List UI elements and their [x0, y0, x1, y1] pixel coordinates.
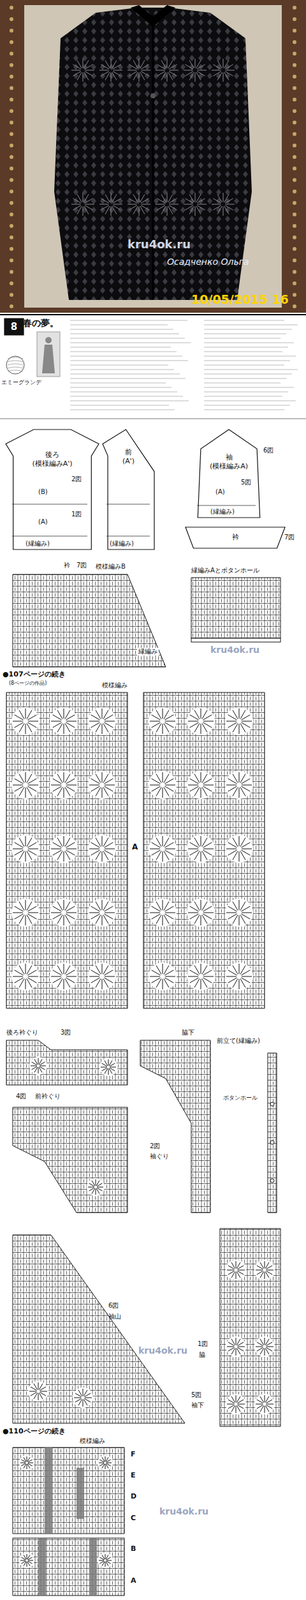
- chart-label: 2図: [149, 1141, 161, 1149]
- row-letter: B: [130, 1542, 136, 1552]
- chart-label: ボタンホール: [223, 1093, 258, 1101]
- stitch-chart: [6, 691, 265, 1008]
- chart-label: 後ろ衿ぐり: [6, 1027, 39, 1036]
- piece-name: 衿: [184, 532, 286, 542]
- motif-chart: [12, 1445, 125, 1594]
- neckline-chart: [6, 1039, 277, 1212]
- piece-outline: [191, 428, 267, 518]
- front-piece: 前(A'): [102, 428, 155, 550]
- chart-label: 3図: [60, 1027, 71, 1036]
- piece-label: (B): [38, 487, 48, 496]
- chart-label: 袖山: [108, 1311, 122, 1319]
- chart-label: (8ページの作品): [8, 679, 47, 686]
- pattern-header: [0, 314, 306, 419]
- watermark: kru4ok.ru: [159, 1504, 209, 1516]
- row-letter: F: [130, 1448, 136, 1457]
- watermark: kru4ok.ru: [137, 1343, 189, 1355]
- collar-chart: [12, 573, 281, 667]
- piece-label: 6図: [263, 446, 274, 454]
- piece-name: 前: [102, 447, 155, 457]
- piece-label: (縁編み): [109, 539, 134, 547]
- row-letter: A: [130, 841, 139, 851]
- piece-label: 7図: [284, 532, 295, 541]
- pattern-title: 春の夢。: [22, 317, 59, 329]
- chart-label: 袖下: [191, 1399, 204, 1408]
- piece-label: 1図: [71, 510, 82, 518]
- date-stamp: 10/05/2015 16: [191, 291, 289, 307]
- chart-label: 7図: [76, 561, 87, 569]
- badge-number: 8: [3, 320, 25, 333]
- chart-label: 1図: [197, 1338, 208, 1347]
- piece-label: 2図: [71, 474, 82, 483]
- piece-name: (模様編みA'): [5, 459, 100, 468]
- issue-badge: 8: [3, 317, 25, 336]
- chart-label: 4図: [15, 1091, 27, 1100]
- chart-label: 模様編みB: [95, 562, 126, 570]
- cardigan-photo: [0, 0, 306, 313]
- piece-name: (A'): [102, 456, 155, 466]
- chart-label: 脇: [198, 1349, 206, 1358]
- watermark: kru4ok.ru: [210, 643, 260, 655]
- section-heading: ●110ページの続き: [2, 1425, 66, 1434]
- piece-label: (縁編み): [210, 507, 235, 516]
- piece-name: (模様編みA): [191, 461, 267, 471]
- yarn-name: エミーグランデ: [1, 378, 42, 386]
- chart-label: 6図: [108, 1300, 119, 1309]
- chart-label: 縁編みAとボタンホール: [191, 566, 260, 574]
- row-letter: D: [130, 1490, 137, 1499]
- row-letter: C: [130, 1512, 136, 1521]
- section-heading: ●107ページの続き: [2, 669, 66, 678]
- piece-label: (A): [215, 487, 226, 496]
- piece-label: (縁編み): [25, 539, 50, 547]
- piece-outline: [102, 428, 155, 550]
- row-letter: A: [130, 1574, 137, 1583]
- piece-label: (A): [38, 517, 48, 526]
- sleeve-piece: 袖(模様編みA): [191, 428, 267, 518]
- photo-caption: Осадченко Ольга: [167, 256, 250, 268]
- piece-outline: [5, 428, 100, 550]
- piece-name: 袖: [191, 452, 267, 462]
- chart-label: 前衿ぐり: [35, 1091, 61, 1100]
- watermark: kru4ok.ru: [127, 237, 191, 252]
- chart-label: 前立て(縁編み): [216, 1035, 261, 1044]
- piece-label: 5図: [240, 478, 252, 486]
- chart-label: 袖ぐり: [149, 1151, 169, 1159]
- schematic-dividers: [12, 503, 256, 536]
- chart-label: 5図: [191, 1389, 202, 1398]
- collar-piece: 衿: [184, 525, 286, 549]
- back-piece: 後ろ(模様編みA'): [5, 428, 100, 550]
- piece-name: 後ろ: [5, 450, 100, 459]
- chart-label: 衿: [63, 561, 71, 569]
- chart-label: 縁編み: [137, 647, 159, 655]
- chart-label: 模様編み: [102, 680, 128, 689]
- sleeve-chart: [12, 1227, 281, 1425]
- chart-label: 脇下: [181, 1027, 195, 1036]
- row-letter: E: [130, 1469, 136, 1478]
- chart-label: 模様編み: [79, 1435, 106, 1444]
